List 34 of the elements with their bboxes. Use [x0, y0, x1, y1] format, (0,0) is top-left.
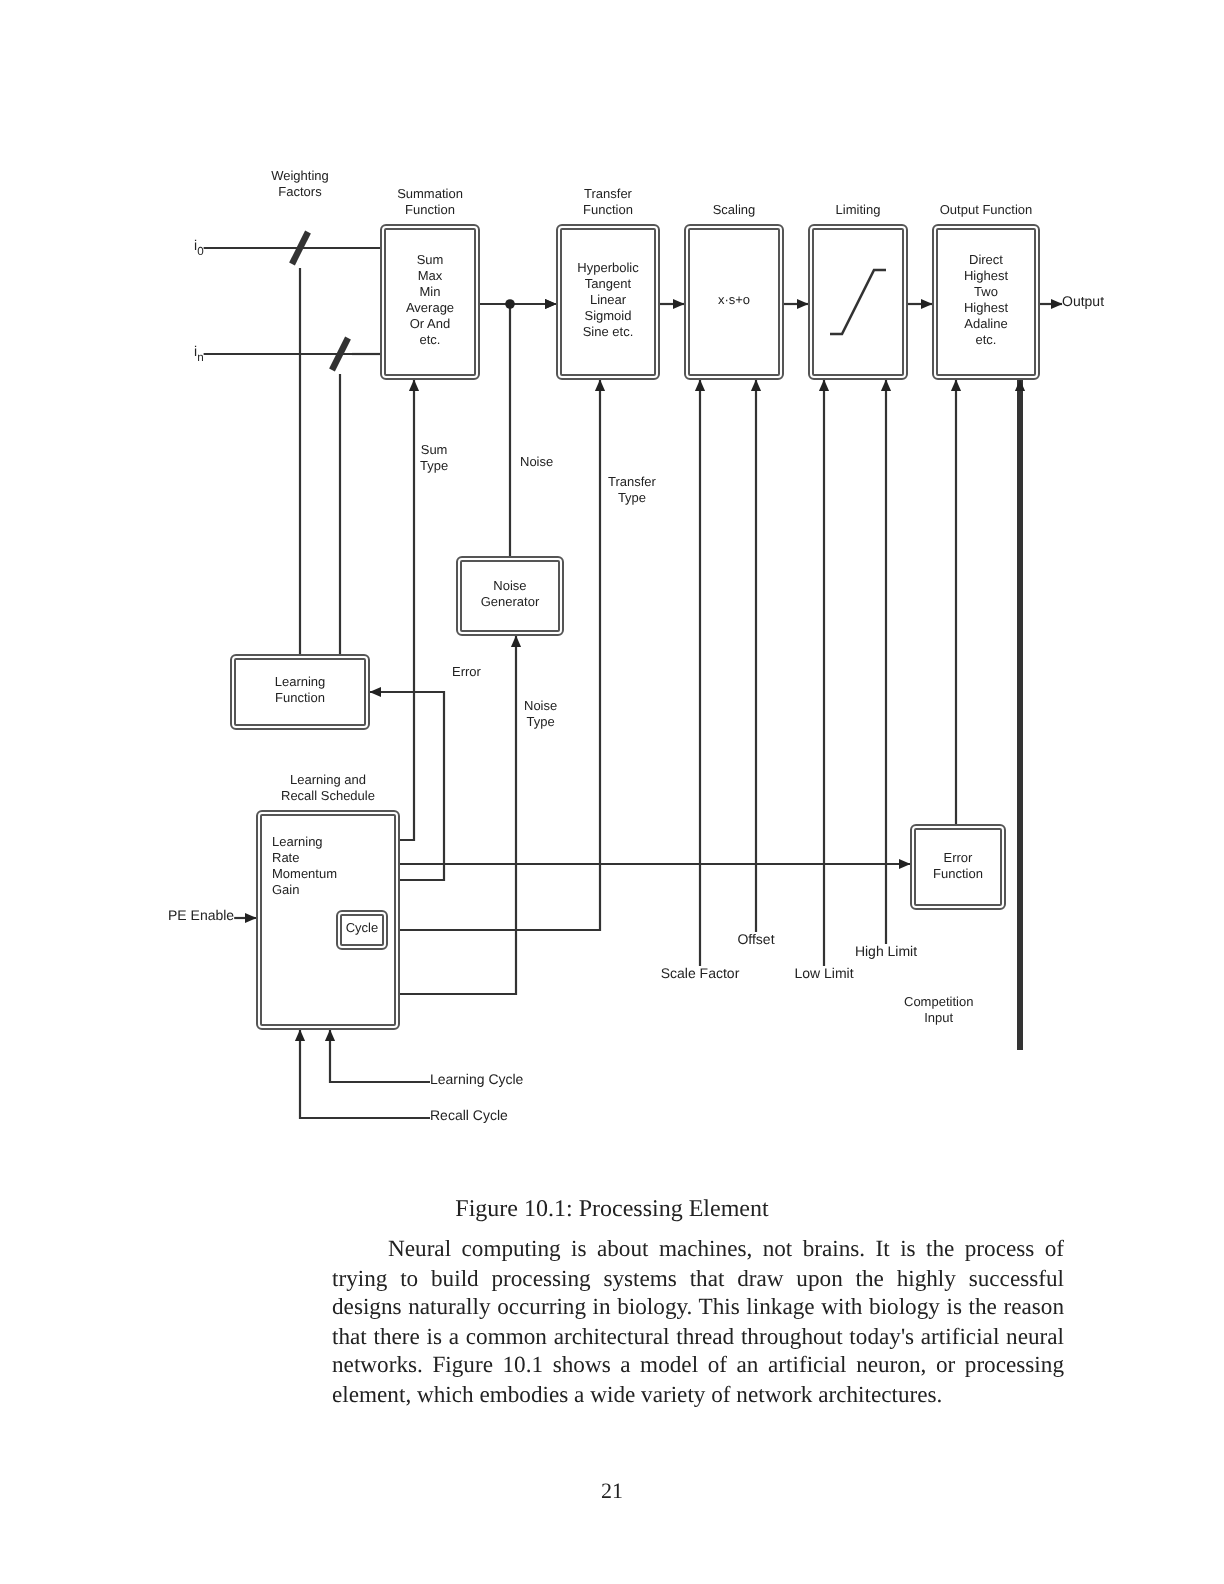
- arrow: [324, 1029, 430, 1084]
- arrow: [294, 1029, 430, 1120]
- arrow: [750, 379, 762, 932]
- arrow: [880, 379, 892, 944]
- connector-line: [203, 352, 328, 356]
- body-paragraph: Neural computing is about machines, not brains. It is the process of trying to build processing systems that draw upon the highly successful designs naturally occurring in biology. This linkage with biology is the reason that there is a common architectural thread throughout today's artificial neural networks. Figure 10.1 shows a model of an artificial neuron, or processing element, which embodies a wide variety of network architectures.: [332, 1236, 1064, 1412]
- connector-line: [312, 246, 380, 250]
- connector-line: [203, 246, 288, 250]
- process-box: [910, 824, 1006, 910]
- connector-line: [298, 268, 302, 654]
- connector-line: [338, 374, 342, 654]
- arrow: [400, 379, 420, 842]
- arrow: [1040, 298, 1063, 310]
- arrow: [508, 298, 557, 556]
- arrow: [234, 912, 257, 924]
- arrow: [400, 379, 606, 932]
- page-number: 21: [601, 1480, 623, 1504]
- process-box: [456, 556, 564, 636]
- process-box: [230, 654, 370, 730]
- weight-symbol-icon: [288, 228, 312, 268]
- arrow: [908, 298, 933, 310]
- figure-caption: Figure 10.1: Processing Element: [455, 1194, 769, 1222]
- arrow: [660, 298, 685, 310]
- arrow: [818, 379, 830, 966]
- process-box: [336, 910, 388, 950]
- arrow: [694, 379, 706, 966]
- arrow: [400, 858, 911, 870]
- weight-symbol-icon: [328, 334, 352, 374]
- arrow: [950, 379, 962, 824]
- connector-line: [352, 352, 380, 356]
- arrow: [1014, 379, 1026, 1050]
- arrow: [400, 635, 522, 996]
- arrow: [369, 686, 446, 882]
- arrow: [784, 298, 809, 310]
